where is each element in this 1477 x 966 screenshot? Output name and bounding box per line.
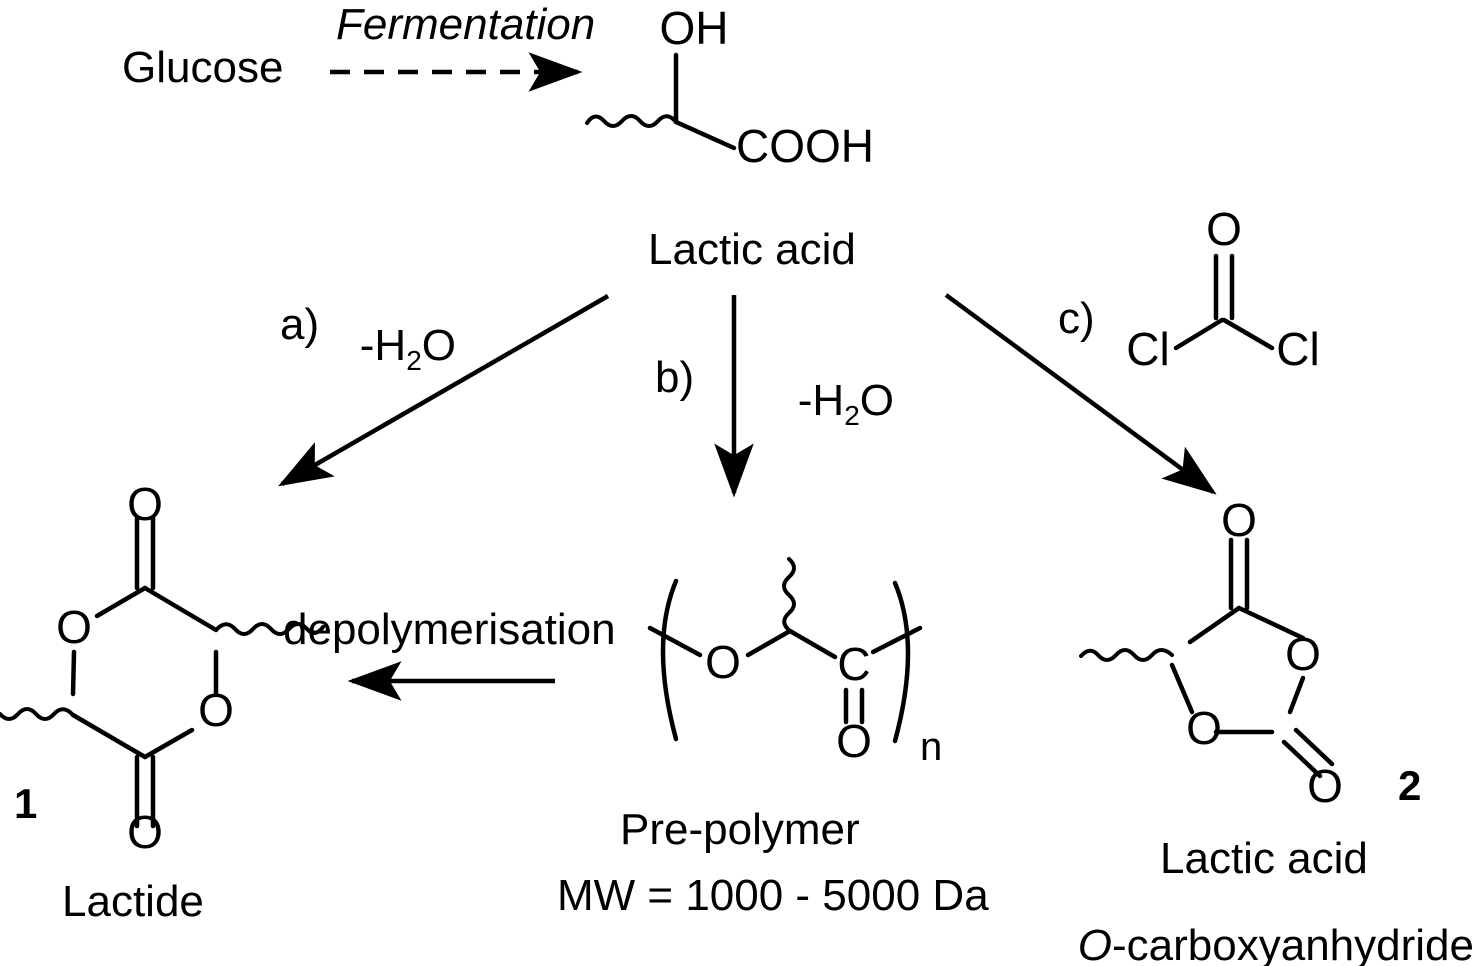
- atom-label-oca-o-top: O: [1221, 494, 1257, 546]
- compound-number-1: 1: [14, 780, 38, 827]
- atom-label-lactide-o-lower-right: O: [198, 684, 234, 736]
- atom-label-cooh: COOH: [736, 120, 874, 172]
- oca-name-italic-prefix: O: [1077, 921, 1113, 966]
- atom-label-phosgene-cl-left: Cl: [1126, 323, 1169, 375]
- depolymerisation-label: depolymerisation: [283, 605, 616, 654]
- fermentation-label: Fermentation: [336, 0, 596, 49]
- glucose-label: Glucose: [122, 43, 284, 92]
- atom-label-prepolymer-c: C: [837, 638, 870, 690]
- atom-label-phosgene-cl-right: Cl: [1276, 323, 1319, 375]
- route-b-reagent-main: -H: [797, 376, 845, 425]
- route-a-reagent-main: -H: [359, 321, 407, 370]
- route-a-reagent-sub: 2: [406, 345, 422, 376]
- compound-number-2: 2: [1398, 762, 1422, 809]
- phosgene-structure: [1173, 253, 1275, 351]
- route-a-arrow: [278, 294, 610, 487]
- route-b-label: b): [655, 353, 695, 402]
- route-c-label: c): [1058, 294, 1095, 343]
- atom-label-oca-o-carbonyl: O: [1307, 760, 1343, 812]
- atom-label-lactide-o-top: O: [127, 478, 163, 530]
- prepolymer-name-label: Pre-polymer: [620, 805, 860, 854]
- atom-label-lactide-o-bottom: O: [127, 806, 163, 858]
- oca-name-line2: O-carboxyanhydride: [1060, 903, 1474, 966]
- atom-label-oca-o-ring-bottom: O: [1186, 702, 1222, 754]
- oca-name-line1: Lactic acid: [1160, 834, 1368, 883]
- lactic-acid-structure: [585, 52, 737, 151]
- atom-label-prepolymer-o-ester: O: [705, 636, 741, 688]
- prepolymer-structure: [647, 557, 923, 744]
- route-c-arrow: [944, 293, 1217, 495]
- route-a-label: a): [280, 300, 320, 349]
- prepolymer-mw-label: MW = 1000 - 5000 Da: [557, 871, 989, 920]
- oca-structure: [1079, 537, 1335, 779]
- route-b-reagent-tail: O: [859, 376, 895, 425]
- route-b-reagent: -H2O: [780, 358, 894, 444]
- atom-label-lactide-o-upper-left: O: [56, 601, 92, 653]
- lactic-acid-label: Lactic acid: [648, 225, 856, 274]
- atom-label-oca-o-ring-right: O: [1285, 628, 1321, 680]
- route-a-reagent-tail: O: [421, 321, 457, 370]
- lactide-structure: [0, 515, 325, 829]
- atom-label-oh: OH: [660, 2, 729, 54]
- route-a-reagent: -H2O: [342, 303, 456, 389]
- prepolymer-repeat-subscript: n: [920, 725, 943, 769]
- lactide-name-label: Lactide: [62, 877, 204, 926]
- oca-name-rest: -carboxyanhydride: [1112, 921, 1474, 966]
- atom-label-phosgene-o: O: [1206, 203, 1242, 255]
- atom-label-prepolymer-o-carbonyl: O: [836, 715, 872, 767]
- route-b-reagent-sub: 2: [844, 400, 860, 431]
